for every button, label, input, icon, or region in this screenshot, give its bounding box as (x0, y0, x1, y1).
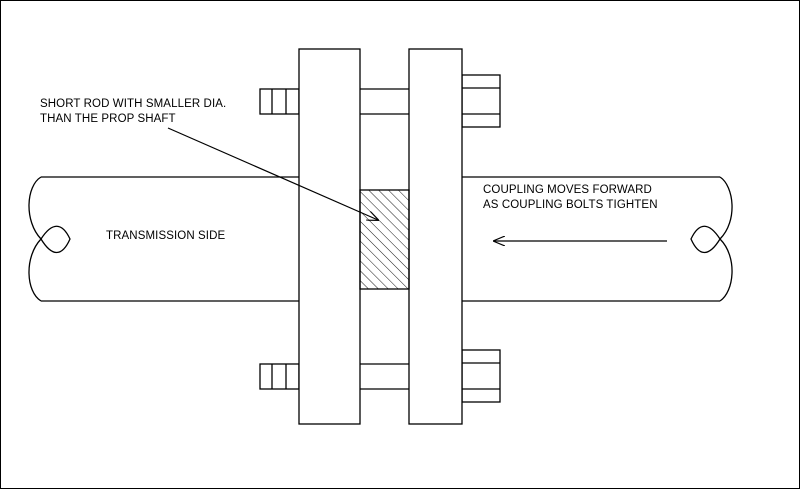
short-rod-label-line-1: SHORT ROD WITH SMALLER DIA. (40, 98, 227, 110)
top-bolt-nut (461, 74, 501, 128)
top-bolt-shank (360, 88, 409, 115)
short-rod (359, 189, 410, 290)
bottom-bolt-nut (461, 349, 501, 403)
rod-leader-arrow (167, 127, 378, 220)
coupling-label-line-2: AS COUPLING BOLTS TIGHTEN (483, 199, 658, 211)
top-bolt-head (259, 88, 300, 115)
prop-shaft-flange (408, 48, 463, 425)
coupling-label-line-1: COUPLING MOVES FORWARD (483, 184, 652, 196)
bottom-bolt-head (259, 363, 300, 390)
short-rod-label: SHORT ROD WITH SMALLER DIA. THAN THE PRO… (40, 97, 226, 127)
bottom-bolt-shank (360, 363, 409, 390)
short-rod-label-line-2: THAN THE PROP SHAFT (40, 113, 176, 125)
coupling-movement-label: COUPLING MOVES FORWARD AS COUPLING BOLTS… (483, 183, 658, 213)
prop-shaft (462, 176, 733, 302)
transmission-side-label: TRANSMISSION SIDE (106, 230, 226, 242)
transmission-shaft (28, 176, 299, 302)
transmission-flange (298, 48, 361, 425)
